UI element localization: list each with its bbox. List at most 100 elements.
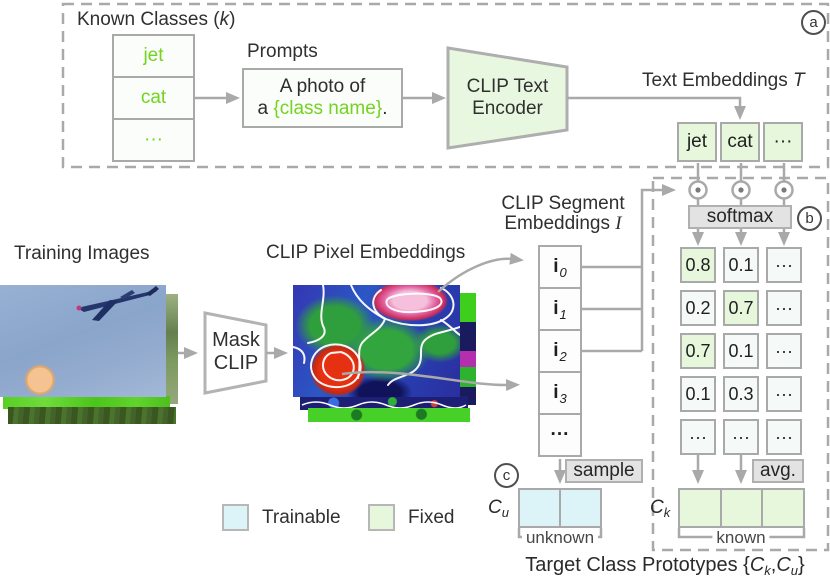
- cu-label-C: C: [488, 497, 502, 518]
- sample-op-box: sample: [565, 459, 643, 483]
- cu-label-sub: u: [501, 505, 509, 520]
- footer-comma: ,: [770, 554, 777, 576]
- training-image-photo: [0, 285, 166, 397]
- cu-label: Cu: [488, 497, 509, 520]
- prompt-class-name-token: {class name}: [273, 98, 383, 119]
- matrix-cell: 0.7: [723, 290, 759, 326]
- similarity-matrix: 0.8 0.1 ··· 0.2 0.7 ··· 0.7 0.1 ··· 0.1 …: [680, 247, 802, 455]
- ck-label: Ck: [650, 497, 671, 520]
- text-embeddings-label: Text Embeddings T: [642, 70, 805, 92]
- known-classes-title-pre: Known Classes (: [77, 9, 220, 30]
- footer-Cu-sub: u: [790, 563, 799, 578]
- arrow-heatmap-to-i0: [437, 252, 524, 293]
- trainable-swatch: [222, 504, 249, 531]
- training-image-green-strip: [3, 396, 170, 409]
- arrow-heatmap-to-i3: [341, 370, 520, 392]
- dot-product-dot: [738, 187, 744, 193]
- prompt-line1: A photo of: [279, 76, 366, 97]
- badge-c: c: [494, 463, 519, 488]
- matrix-cell: ···: [723, 419, 759, 455]
- text-embeddings-label-pre: Text Embeddings: [642, 70, 794, 91]
- badge-a: a: [801, 10, 826, 35]
- airplane-fuselage: [77, 288, 157, 312]
- footer-post: }: [798, 554, 805, 576]
- class-item-cat-label: cat: [140, 87, 167, 108]
- class-item-cat: cat: [114, 78, 193, 120]
- arrow-encoder-to-embeddings: [567, 96, 746, 120]
- i3-sub: 3: [559, 390, 567, 406]
- segment-contours: [293, 285, 460, 389]
- clip-text-encoder-shape: [446, 46, 569, 150]
- prototype-cell-known: [721, 490, 764, 526]
- matrix-cell: ···: [680, 419, 716, 455]
- airplane-illustration: [76, 286, 159, 321]
- segment-embeddings-line2-pre: Embeddings: [504, 213, 616, 234]
- embedding-cell-ellipsis-label: ···: [773, 131, 793, 152]
- arrow-segments-to-dotproduct: [640, 184, 676, 351]
- fixed-swatch: [368, 504, 395, 531]
- matrix-cell: 0.2: [680, 290, 716, 326]
- airplane-wing-far: [120, 290, 135, 299]
- pixel-embeddings-strip-green: [308, 408, 470, 422]
- footer-pre: Target Class Prototypes {: [525, 554, 750, 576]
- softmax-box: softmax: [688, 205, 792, 229]
- matrix-cell: 0.1: [723, 247, 759, 283]
- encoder-line2: Encoder: [472, 98, 543, 119]
- airplane-tail: [146, 286, 159, 296]
- unknown-prototype-row: [518, 488, 602, 528]
- unknown-bracket-label: unknown: [521, 528, 599, 548]
- avg-op-box: avg.: [752, 459, 804, 483]
- pixel-embeddings-stack-edge: [460, 293, 476, 405]
- known-classes-title-post: ): [229, 9, 236, 30]
- segment-embeddings-line2-I: I: [615, 213, 622, 234]
- dot-product-dot: [781, 187, 787, 193]
- mask-clip-label: Mask CLIP: [206, 328, 266, 376]
- footer-Cu-C: C: [776, 554, 791, 576]
- badge-a-label: a: [809, 14, 818, 31]
- class-item-ellipsis: ···: [114, 120, 193, 160]
- strip-squiggle: [301, 401, 467, 409]
- segment-embeddings-line1: CLIP Segment: [501, 193, 625, 214]
- known-classes-title-k: k: [219, 9, 230, 30]
- training-image-grass-strip: [8, 407, 176, 424]
- embedding-cell-ellipsis: ···: [763, 122, 803, 162]
- prompts-label: Prompts: [247, 41, 318, 62]
- known-class-list: jet cat ···: [112, 34, 195, 162]
- dot-product-dot: [695, 187, 701, 193]
- class-item-jet-label: jet: [143, 45, 164, 66]
- known-bracket-label: known: [712, 528, 770, 548]
- i0-sub: 0: [559, 264, 567, 280]
- i1-base: i: [553, 298, 559, 319]
- ck-label-C: C: [650, 497, 664, 518]
- text-embeddings-label-T: T: [793, 70, 805, 91]
- pixel-embeddings-label: CLIP Pixel Embeddings: [266, 242, 466, 263]
- i2-sub: 2: [559, 348, 567, 364]
- matrix-cell: 0.1: [680, 376, 716, 412]
- mask-clip-line1: Mask: [212, 329, 260, 351]
- prompt-line2: a {class name}.: [258, 98, 388, 120]
- section-a-dashed-border: [61, 2, 830, 169]
- prototype-cell-known: [680, 490, 722, 526]
- i3-base: i: [553, 382, 559, 403]
- embedding-cell-cat: cat: [720, 122, 760, 162]
- airplane-nose: [76, 305, 82, 311]
- encoder-line1: CLIP Text: [466, 76, 549, 97]
- badge-b: b: [797, 206, 822, 231]
- embedding-cell-cat-label: cat: [727, 131, 753, 152]
- matrix-cell: ···: [766, 419, 802, 455]
- class-item-ellipsis-label: ···: [144, 129, 163, 150]
- text-embedding-cells: jet cat ···: [677, 122, 803, 162]
- ck-label-sub: k: [663, 505, 671, 520]
- matrix-cell: ···: [766, 376, 802, 412]
- airplane-wing: [92, 300, 118, 321]
- clip-text-encoder-label: CLIP Text Encoder: [448, 75, 567, 121]
- target-class-prototypes-caption: Target Class Prototypes {Ck,Cu}: [500, 554, 830, 578]
- embedding-cell-jet-label: jet: [686, 131, 708, 152]
- segment-embeddings-label: CLIP Segment Embeddings I: [482, 194, 644, 234]
